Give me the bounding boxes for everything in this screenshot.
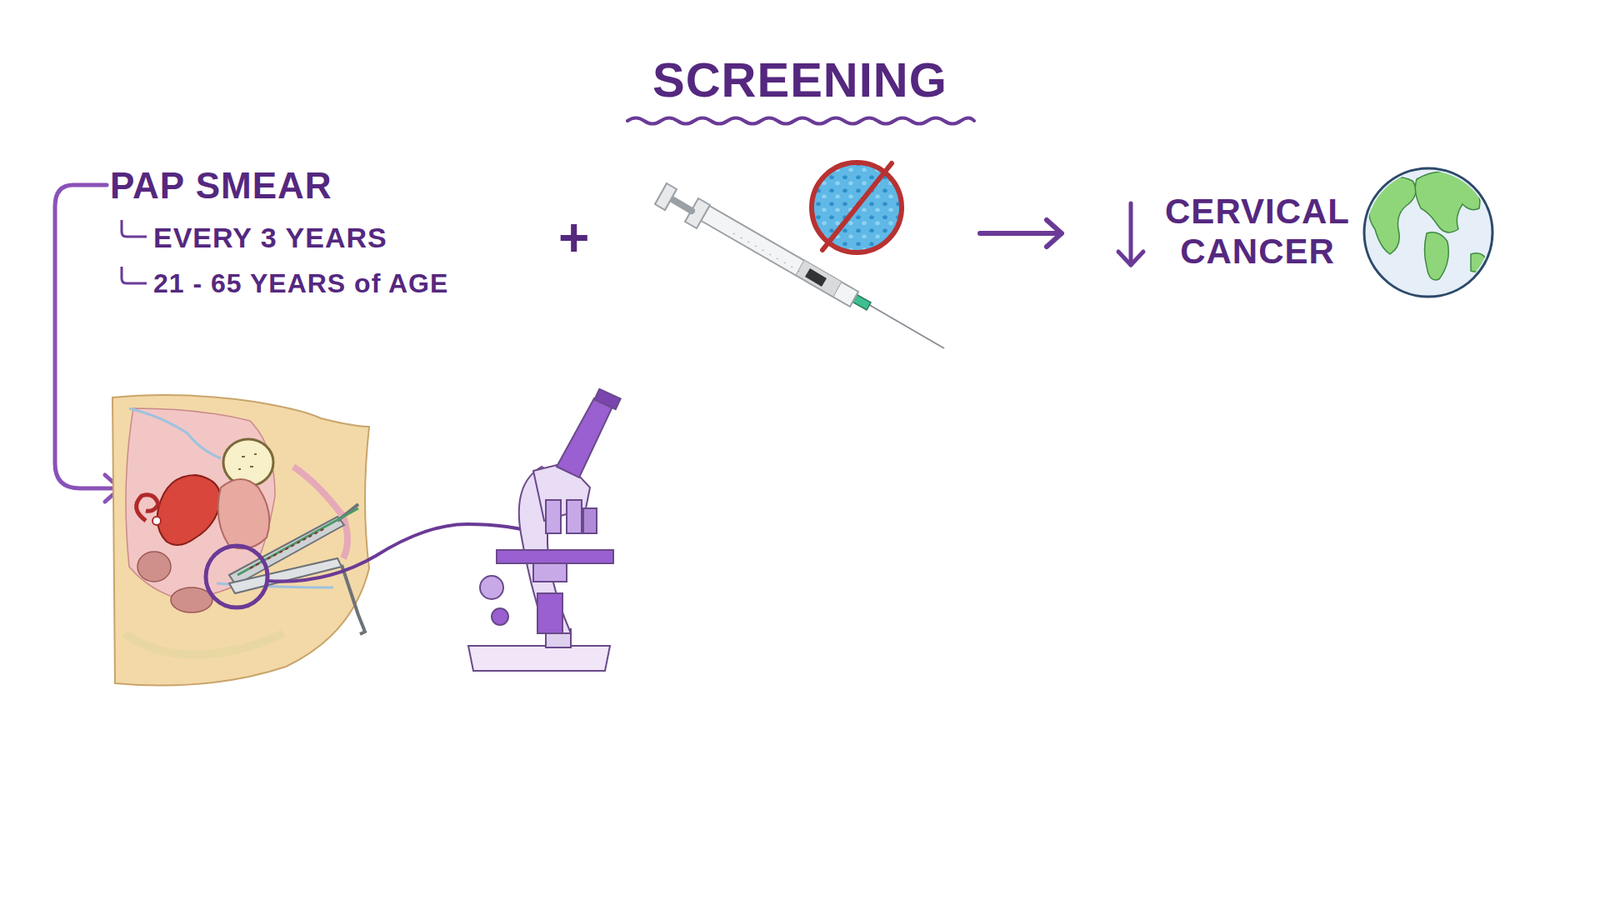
microscope (468, 389, 621, 671)
result-arrow (980, 220, 1062, 247)
age-range-note: 21 - 65 YEARS of AGE (153, 268, 449, 300)
bracket (121, 220, 147, 237)
pointer-arrow (55, 185, 117, 489)
decrease-arrow (1118, 203, 1144, 265)
title-underline (627, 118, 975, 125)
bracket (121, 266, 147, 284)
hpv-virus-crossed (811, 162, 902, 253)
method-label: PAP SMEAR (110, 165, 333, 207)
plus-sign: + (558, 206, 590, 269)
outcome-label: CERVICAL CANCER (1148, 191, 1367, 273)
pelvis-anatomy (112, 395, 370, 686)
title: SCREENING (652, 51, 948, 108)
interval-note: EVERY 3 YEARS (153, 221, 388, 255)
globe (1364, 168, 1493, 297)
